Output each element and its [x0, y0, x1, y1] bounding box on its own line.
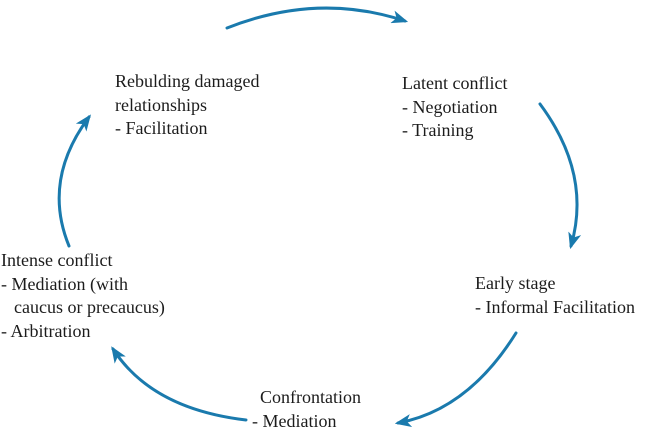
arrow-latent-to-early-icon	[538, 102, 582, 250]
arrow-early-to-confrontation-icon	[394, 331, 518, 428]
stage-method: - Informal Facilitation	[475, 296, 635, 317]
stage-title: Intense conflict	[1, 250, 113, 270]
stage-method: - Arbitration	[1, 320, 91, 341]
node-rebuilding-relationships: Rebulding damaged relationships - Facili…	[115, 70, 259, 141]
stage-title: Latent conflict	[402, 73, 508, 93]
stage-method: - Negotiation	[402, 96, 498, 117]
stage-title: Rebulding damaged	[115, 71, 260, 91]
stage-method: - Mediation (with	[1, 273, 128, 294]
stage-method-cont: caucus or precaucus)	[14, 297, 165, 317]
stage-title-cont: relationships	[115, 94, 207, 115]
stage-method: - Mediation	[252, 410, 337, 431]
arrow-confrontation-to-intense-icon	[111, 346, 248, 422]
stage-title: Early stage	[475, 273, 556, 293]
node-early-stage: Early stage - Informal Facilitation	[475, 272, 635, 319]
stage-method: - Training	[402, 120, 474, 140]
stage-method: - Facilitation	[115, 118, 208, 138]
node-latent-conflict: Latent conflict - Negotiation - Training	[402, 72, 507, 143]
arrow-rebuilding-to-latent-icon	[225, 6, 409, 30]
node-intense-conflict: Intense conflict - Mediation (with caucu…	[1, 249, 165, 343]
node-confrontation: Confrontation - Mediation	[252, 386, 361, 433]
stage-title: Confrontation	[260, 387, 361, 407]
arrow-intense-to-rebuilding-icon	[57, 114, 91, 248]
